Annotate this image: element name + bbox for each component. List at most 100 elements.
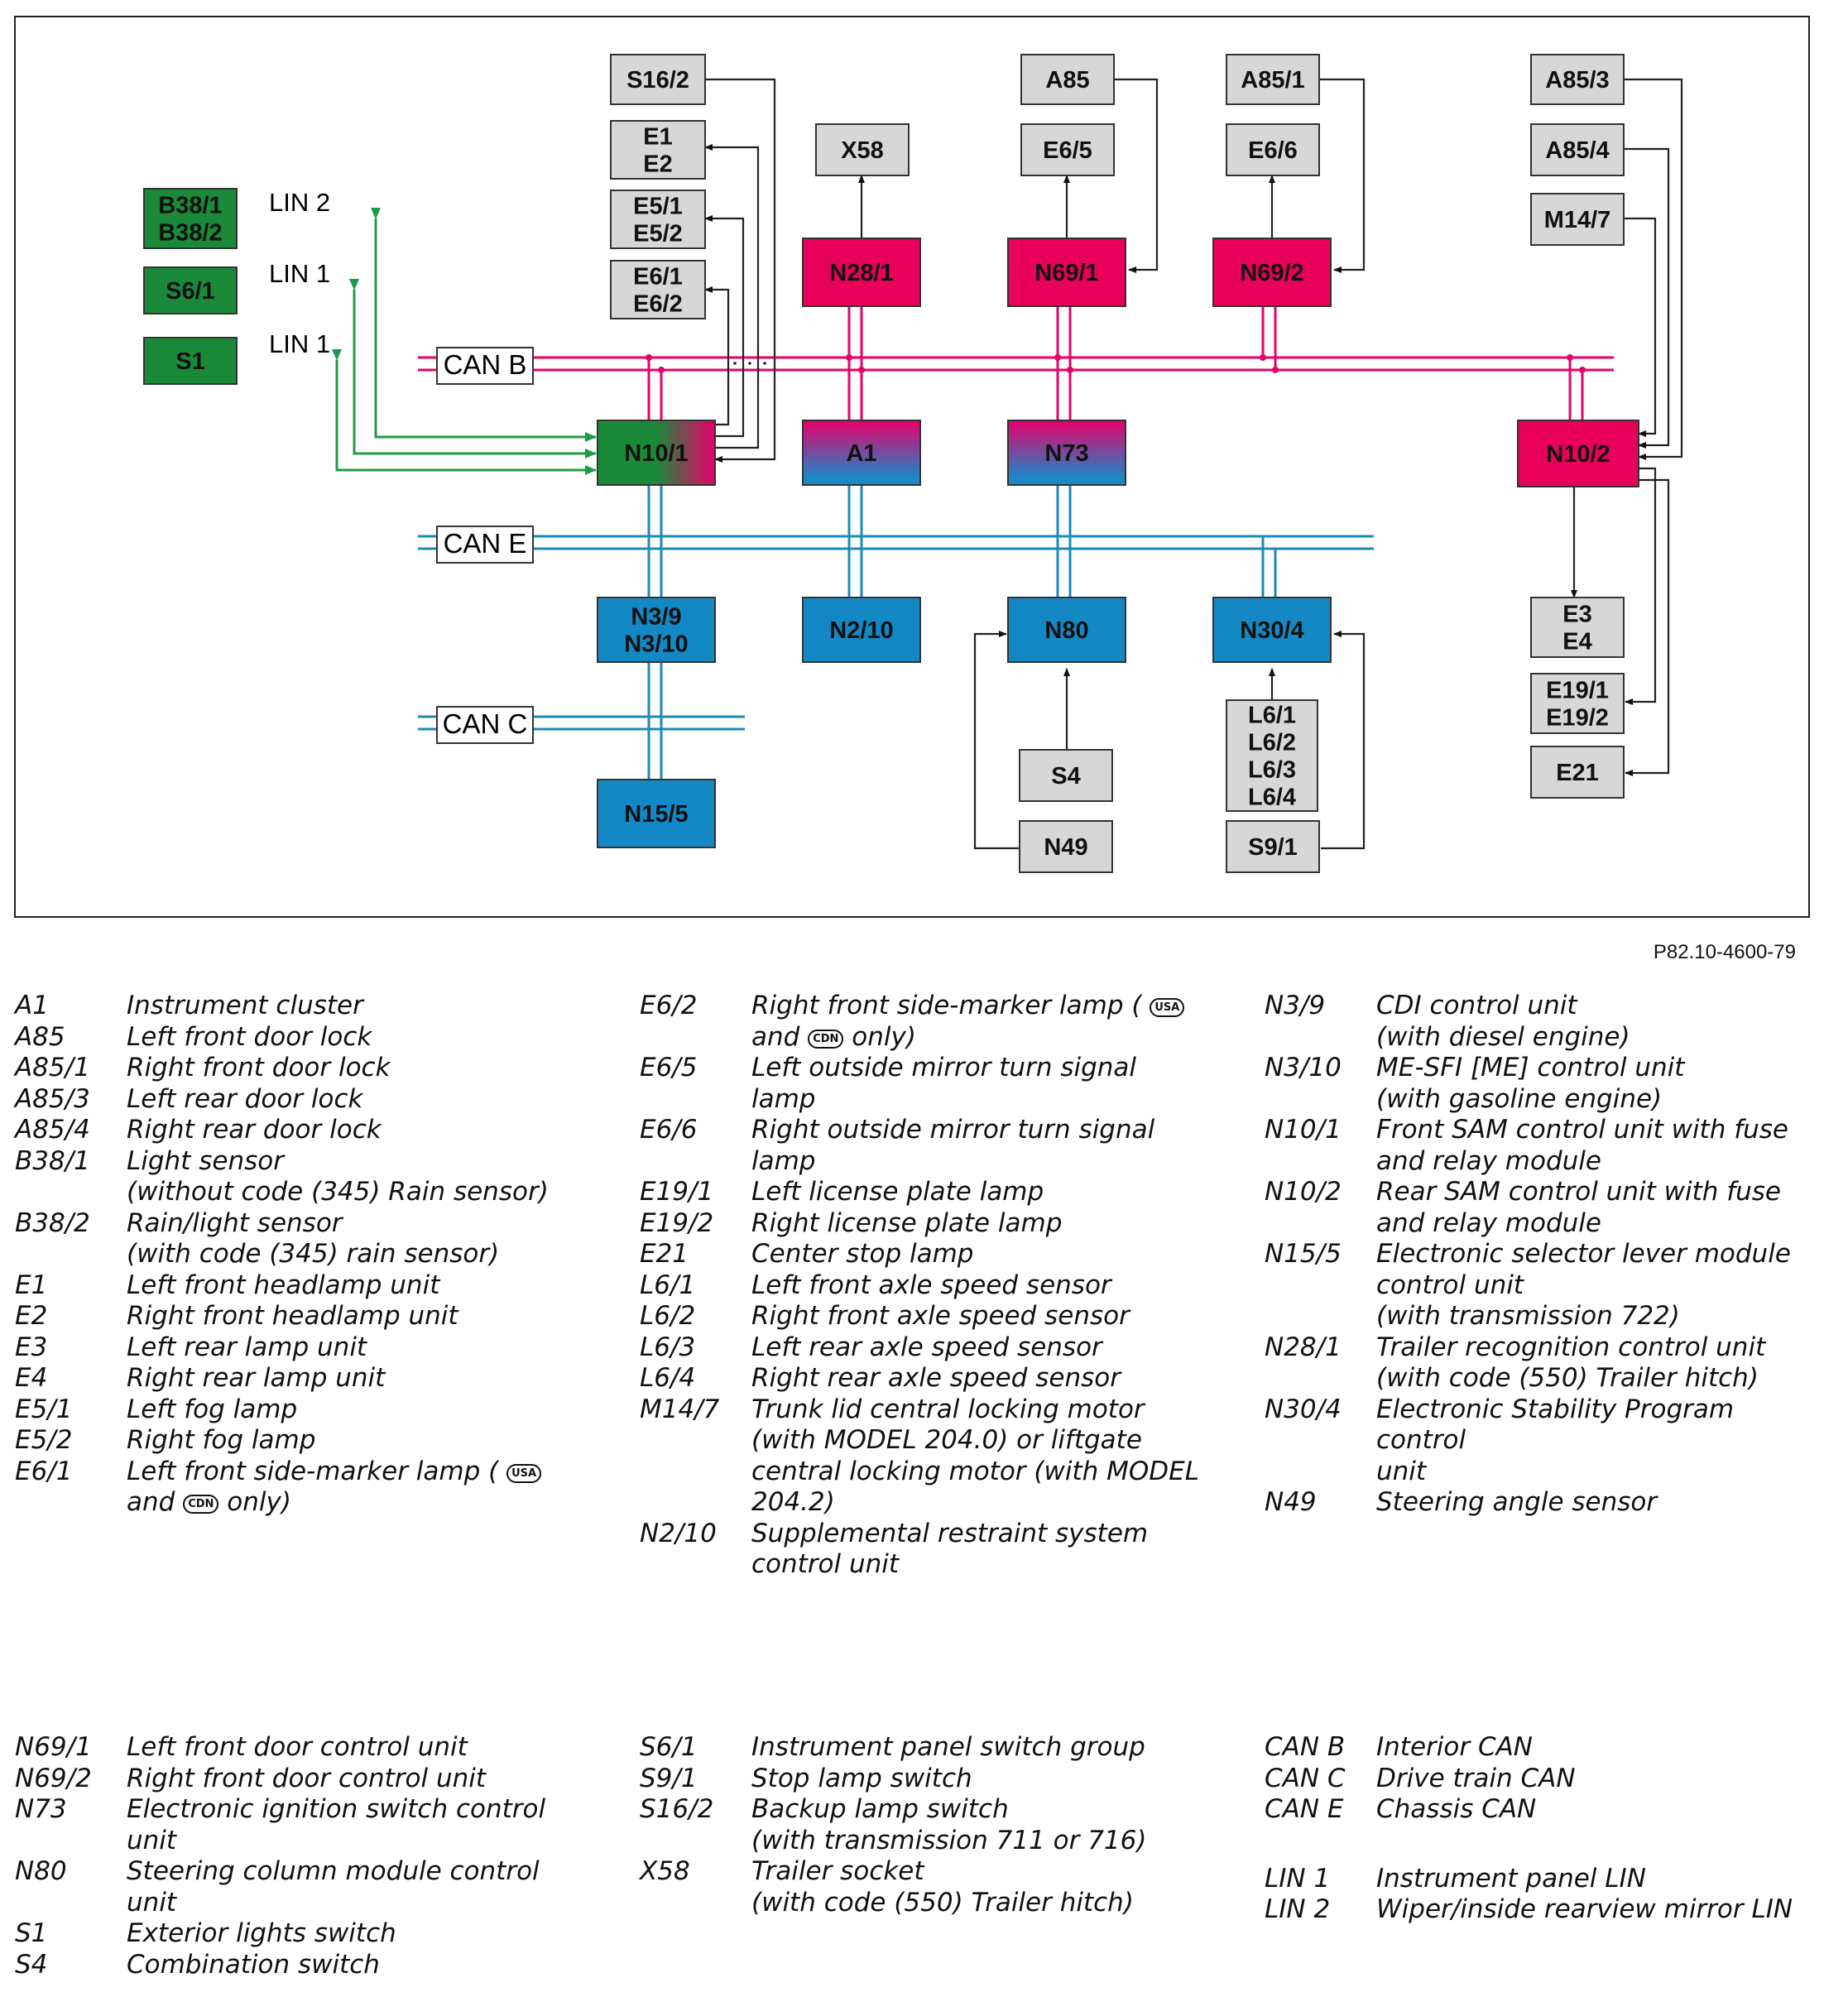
module-label: N15/5 (624, 801, 688, 828)
module-label: E6/2 (633, 291, 683, 318)
can-c-label-box (436, 706, 534, 744)
module-e5: E5/1E5/2 (610, 190, 706, 249)
module-label: S6/1 (166, 278, 215, 305)
legend-code: N49 (1265, 1487, 1317, 1517)
legend-entry-cont: lamp (640, 1146, 1202, 1178)
legend-code: E5/2 (15, 1425, 73, 1455)
module-box (1530, 673, 1625, 734)
legend-code (1265, 1208, 1376, 1240)
lin2-label: LIN 2 (269, 188, 330, 217)
module-label: S4 (1051, 763, 1080, 790)
legend-desc: Rear SAM control unit with fuse (1376, 1177, 1782, 1207)
can-b-bus (418, 306, 1614, 420)
legend-code: S6/1 (640, 1732, 698, 1762)
legend-desc: and CDN only) (127, 1487, 291, 1517)
legend-code: E6/5 (640, 1053, 698, 1082)
legend-code: L6/3 (640, 1332, 696, 1362)
module-label: E6/6 (1248, 137, 1298, 164)
legend-code: B38/2 (15, 1207, 90, 1238)
module-n28-1: N28/1 (802, 238, 921, 307)
legend-code: A85 (15, 1021, 65, 1052)
module-label: S9/1 (1248, 834, 1298, 861)
legend-entry-cont: 204.2) (640, 1487, 1202, 1519)
legend-desc: (with transmission 722) (1376, 1301, 1680, 1331)
legend-desc: Drive train CAN (1376, 1763, 1576, 1793)
legend-code: N28/1 (1265, 1332, 1342, 1362)
legend-code: N73 (15, 1794, 67, 1824)
module-s6-1: S6/1 (143, 266, 238, 314)
legend-desc: Right fog lamp (127, 1425, 316, 1455)
legend-desc: and relay module (1376, 1145, 1601, 1176)
legend-desc: (with transmission 711 or 716) (751, 1825, 1147, 1855)
module-box (1530, 597, 1625, 658)
can-b-label: CAN B (444, 349, 527, 380)
legend-entry-cont: lamp (640, 1084, 1202, 1116)
legend-desc: Right front headlamp unit (127, 1301, 458, 1331)
module-a85: A85 (1020, 54, 1115, 105)
module-x58: X58 (815, 123, 910, 176)
module-box (610, 190, 706, 249)
legend-desc: Left fog lamp (127, 1394, 298, 1424)
legend-entry-cont: and CDN only) (15, 1487, 619, 1519)
legend-code: E3 (15, 1332, 48, 1362)
legend-desc: Steering angle sensor (1376, 1487, 1658, 1517)
legend-code: CAN B (1265, 1732, 1346, 1762)
legend-code (15, 1888, 127, 1919)
can-e-label: CAN E (444, 528, 527, 559)
legend-desc: Left front door control unit (127, 1732, 468, 1762)
module-label: N28/1 (829, 260, 893, 286)
module-box (815, 123, 910, 176)
module-box (597, 597, 716, 663)
legend-desc: unit (127, 1887, 177, 1918)
module-label: E19/2 (1546, 705, 1609, 732)
legend-code (640, 1487, 751, 1519)
legend-desc (1376, 1826, 1824, 1864)
module-label: N69/2 (1240, 260, 1303, 286)
legend-desc: (with diesel engine) (1376, 1021, 1630, 1052)
legend-entry-cont: (with diesel engine) (1265, 1022, 1824, 1054)
module-label: N10/2 (1546, 441, 1610, 468)
module-n15-5: N15/5 (597, 779, 716, 848)
can-e-label-box (436, 526, 534, 564)
legend-code: S1 (15, 1918, 48, 1948)
module-label: B38/2 (158, 220, 222, 247)
module-box (1517, 420, 1639, 487)
legend-entry-cont: (with code (345) rain sensor) (15, 1239, 619, 1270)
module-label: L6/3 (1248, 757, 1296, 784)
legend-entry-cont: unit (15, 1888, 619, 1919)
can-b-junctions (646, 354, 1586, 373)
module-label: N2/10 (829, 617, 893, 644)
legend-code (1265, 1826, 1376, 1864)
legend-desc: Electronic ignition switch control (127, 1794, 546, 1824)
legend-code (640, 1549, 751, 1581)
module-e21: E21 (1530, 746, 1625, 799)
legend-code (640, 1457, 751, 1488)
legend-code (1265, 1301, 1376, 1332)
legend-code: S16/2 (640, 1794, 714, 1824)
legend-code: X58 (640, 1856, 690, 1886)
module-label: E6/1 (633, 264, 683, 290)
legend-desc: Right rear axle speed sensor (751, 1363, 1121, 1393)
